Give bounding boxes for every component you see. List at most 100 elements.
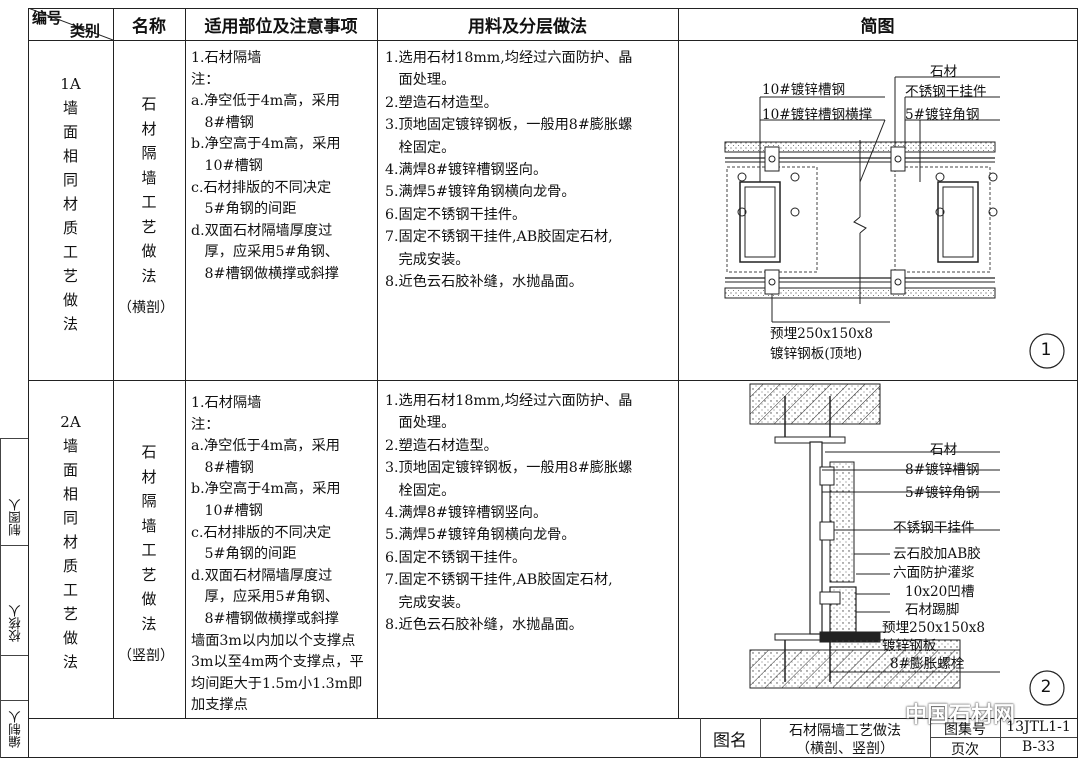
scope-line: 5#角钢的间距 (191, 201, 297, 218)
scope-line: 8#槽钢 (191, 459, 254, 476)
scope-line: b.净空高于4m高，采用 (191, 481, 341, 498)
scope-line: a.净空低于4m高，采用 (191, 438, 340, 455)
d1-label-cross-brace: 10#镀锌槽钢横撑 (762, 107, 873, 123)
row2-name: 石材隔墙工艺做法（竖剖） (114, 440, 184, 669)
header-category-label: 类别 (70, 22, 101, 40)
name-char: 工 (141, 541, 157, 559)
name-char: 工 (141, 193, 157, 211)
method-line: 3.顶地固定镀锌钢板，一般用8#膨胀螺 (385, 117, 633, 134)
method-line: 5.满焊5#镀锌角钢横向龙骨。 (385, 527, 576, 544)
row2-method: 1.选用石材18mm,均经过六面防护、晶 面处理。2.塑造石材造型。3.顶地固定… (385, 390, 632, 636)
scope-line: 厚，应采用5#角钢、 (191, 244, 339, 261)
name-char: 石 (141, 95, 157, 113)
row1-name-text: 石材隔墙工艺做法（横剖） (114, 92, 184, 321)
name-char: 石 (141, 443, 157, 461)
d2-label-glue: 云石胶加AB胶 (893, 546, 981, 562)
row1-method: 1.选用石材18mm,均经过六面防护、晶 面处理。2.塑造石材造型。3.顶地固定… (385, 47, 632, 293)
d1-label-plate: 预埋250x150x8 (770, 326, 874, 342)
checker-label: 校核人 (8, 604, 23, 643)
header-diagram: 简图 (860, 17, 895, 37)
code-char: 同 (62, 509, 78, 527)
name-char: 隔 (141, 144, 157, 162)
code-char: 工 (62, 581, 78, 599)
method-line: 栓固定。 (385, 482, 456, 499)
footer-div4 (1000, 718, 1001, 758)
name-char: 艺 (141, 565, 157, 584)
code-char: 法 (62, 653, 78, 671)
name-char: 艺 (141, 217, 157, 236)
col-line-4 (678, 8, 679, 718)
code-char: 面 (62, 123, 78, 141)
d1-label-plate2: 镀锌钢板(顶地) (770, 346, 863, 362)
d2-label-hanger: 不锈钢干挂件 (893, 520, 975, 536)
header-method: 用料及分层做法 (468, 17, 587, 37)
side-strip-div1 (0, 545, 28, 546)
d1-label-channel: 10#镀锌槽钢 (762, 82, 846, 98)
frame-bottom (0, 757, 1078, 758)
method-line: 4.满焊8#镀锌槽钢竖向。 (385, 162, 548, 179)
footer-title-value-1: 石材隔墙工艺做法 (789, 723, 901, 739)
scope-line: 5#角钢的间距 (191, 546, 297, 563)
d2-label-bolt: 8#膨胀螺栓 (890, 656, 965, 672)
code-char: 墙 (62, 437, 78, 455)
code-char: 相 (62, 147, 78, 165)
name-char: （竖剖） (118, 648, 174, 664)
header-divider (28, 40, 1078, 41)
d2-label-angle: 5#镀锌角钢 (905, 485, 980, 501)
scope-line: 厚，应采用5#角钢、 (191, 589, 339, 606)
d2-number: 2 (1040, 677, 1052, 697)
scope-line: 均间距大于1.5m小1.3m即 (191, 675, 363, 692)
header-diagonal (28, 8, 113, 40)
code-char: 做 (62, 629, 78, 647)
scope-line: 注： (191, 71, 220, 88)
d2-label-plate: 预埋250x150x8 (882, 620, 986, 636)
watermark: 中国石材网 (905, 703, 1016, 728)
footer-div1 (700, 718, 701, 758)
scope-line: 10#槽钢 (191, 157, 263, 174)
method-line: 8.近色云石胶补缝，水抛晶面。 (385, 617, 583, 634)
name-char: 做 (141, 242, 157, 260)
diagram-2-vertical-section (749, 383, 1065, 706)
d2-label-groove: 10x20凹槽 (905, 584, 975, 600)
col-line-2 (185, 8, 186, 718)
name-char: 材 (141, 467, 157, 486)
method-line: 完成安装。 (385, 251, 470, 268)
footer-page-value: B-33 (1021, 739, 1056, 755)
scope-line: 注： (191, 416, 220, 433)
scope-line: d.双面石材隔墙厚度过 (191, 222, 333, 239)
name-char: （横剖） (118, 300, 174, 316)
header-scope: 适用部位及注意事项 (204, 17, 358, 37)
frame-right (1077, 8, 1078, 758)
name-char: 墙 (141, 168, 157, 187)
d2-label-plate2: 镀锌钢板 (882, 638, 937, 654)
side-strip-top (0, 438, 28, 439)
footer-title-value-2: （横剖、竖剖） (796, 741, 894, 757)
footer-page-label: 页次 (951, 742, 979, 758)
d1-label-hanger: 不锈钢干挂件 (905, 84, 987, 100)
scope-line: 加支撑点 (191, 697, 248, 714)
method-line: 7.固定不锈钢干挂件,AB胶固定石材, (385, 229, 613, 246)
scope-line: c.石材排版的不同决定 (191, 524, 332, 541)
row-divider (28, 380, 1078, 381)
scope-line: 8#槽钢做横撑或斜撑 (191, 265, 339, 282)
method-line: 面处理。 (385, 72, 456, 89)
row1-name: 石材隔墙工艺做法（横剖） (114, 92, 184, 321)
scope-line: c.石材排版的不同决定 (191, 179, 332, 196)
side-strip-div2 (0, 655, 28, 656)
code-char: 墙 (62, 99, 78, 117)
name-char: 做 (141, 590, 157, 608)
scope-line: 8#槽钢 (191, 114, 254, 131)
method-line: 4.满焊8#镀锌槽钢竖向。 (385, 505, 548, 522)
method-line: 完成安装。 (385, 594, 470, 611)
code-char: 法 (62, 315, 78, 333)
scope-line: a.净空低于4m高，采用 (191, 93, 340, 110)
side-strip-left (0, 438, 1, 758)
scope-line: b.净空高于4m高，采用 (191, 136, 341, 153)
d1-number: 1 (1040, 340, 1052, 360)
method-line: 5.满焊5#镀锌角钢横向龙骨。 (385, 184, 576, 201)
